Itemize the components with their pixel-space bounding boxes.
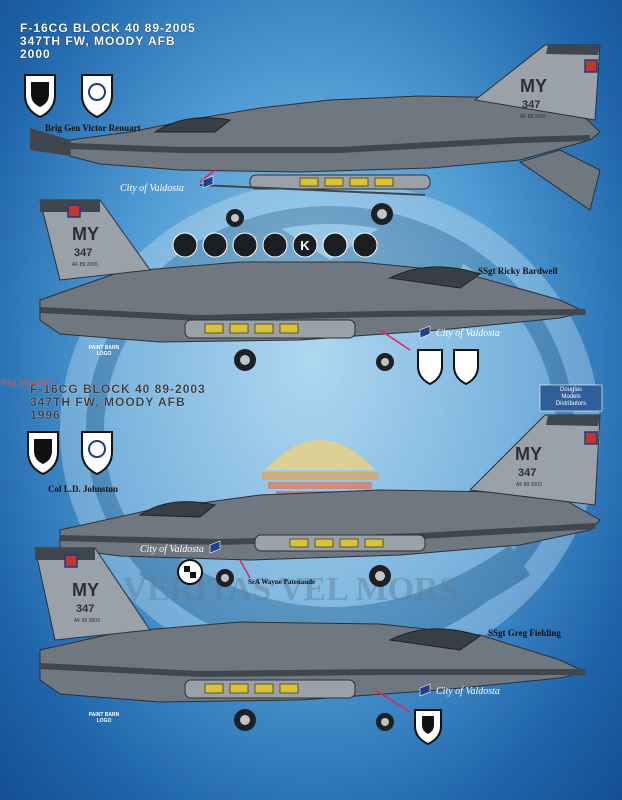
jet-1-tail-number: 347 [522, 99, 540, 111]
city-name-3: City of Valdosta [140, 544, 204, 555]
city-name-2: City of Valdosta [436, 328, 500, 339]
header-2-year: 1996 [30, 408, 61, 422]
jet-2-serial: AF 89 2005 [72, 262, 98, 268]
city-name-4: City of Valdosta [436, 686, 500, 697]
jet-3-tail-number: 347 [518, 467, 536, 479]
jet-4-tail-number: 347 [76, 603, 94, 615]
header-2-unit: 347TH FW, MOODY AFB [30, 395, 186, 409]
jet-2-profile [39, 199, 587, 371]
jet-2-pilot-name: SSgt Ricky Bardwell [478, 266, 558, 276]
store-watermark: Big Models [0, 378, 54, 389]
distributor-box [539, 384, 603, 412]
watermark-motto: VERITAS VEL MORS [122, 571, 457, 608]
valdosta-flags [202, 175, 431, 697]
kill-marker-letter: K [300, 238, 310, 253]
paint-barn-logo-2: PAINT BARN LOGO [88, 712, 120, 724]
jet-3-tail-code: MY [515, 444, 542, 464]
group-emblem-1 [81, 74, 113, 119]
wing-emblem-2 [27, 431, 59, 476]
header-1-title: F-16CG BLOCK 40 89-2005 [20, 21, 196, 35]
group-emblem-2 [81, 431, 113, 476]
jet-4-profile [34, 547, 587, 731]
jet-2-tail-code: MY [72, 224, 99, 244]
header-2: F-16CG BLOCK 40 89-2003 347TH FW, MOODY … [30, 383, 206, 422]
crew-chief-name: SrA Wayne Patenaude [248, 578, 316, 586]
wing-emblem-3 [417, 349, 479, 386]
header-1-unit: 347TH FW, MOODY AFB [20, 34, 176, 48]
jet-3-serial: AF 89 2003 [516, 482, 542, 488]
header-1: F-16CG BLOCK 40 89-2005 347TH FW, MOODY … [20, 22, 196, 61]
wing-emblem-4 [414, 709, 442, 746]
header-2-title: F-16CG BLOCK 40 89-2003 [30, 382, 206, 396]
jet-1-tail-code: MY [520, 76, 547, 96]
paint-barn-logo-1: PAINT BARN LOGO [88, 345, 120, 357]
header-1-year: 2000 [20, 47, 51, 61]
distributor-logo: Douglas Models Distributors [555, 387, 587, 407]
jet-1-pilot-name: Brig Gen Victor Renuart [45, 123, 141, 133]
checker-emblem [177, 559, 203, 585]
jet-3-profile [59, 414, 601, 587]
jet-3-pilot-name: Col L.D. Johnston [48, 484, 119, 494]
jet-1-profile [30, 44, 601, 227]
kill-marker-badge: K [292, 232, 318, 258]
wing-emblem-1 [24, 74, 56, 119]
jet-4-pilot-name: SSgt Greg Fielding [488, 628, 561, 638]
city-name-1: City of Valdosta [120, 183, 184, 194]
jet-2-tail-number: 347 [74, 247, 92, 259]
jet-1-serial: AF 89 2005 [520, 114, 546, 120]
squadron-badges [172, 232, 378, 258]
jet-4-serial: AF 89 2003 [74, 618, 100, 624]
jet-4-tail-code: MY [72, 580, 99, 600]
